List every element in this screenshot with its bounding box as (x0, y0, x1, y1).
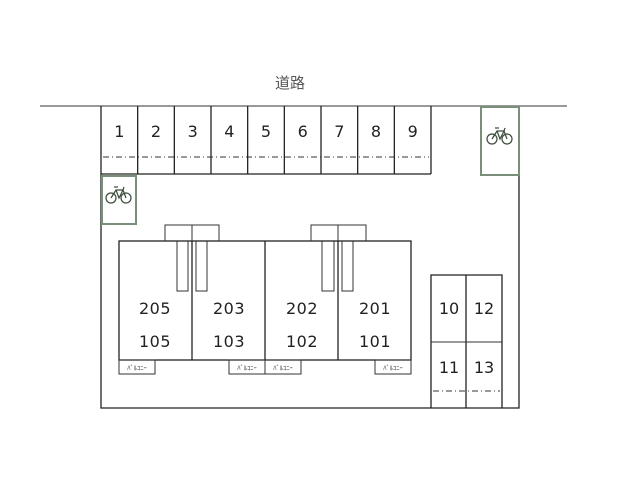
unit-105: 105 (139, 332, 171, 351)
parking-space-11: 11 (439, 358, 459, 377)
parking-space-6: 6 (298, 122, 308, 141)
bicycle-parking-top-right (480, 106, 520, 176)
parking-space-10: 10 (439, 299, 459, 318)
balcony-label: ﾊﾞﾙｺﾆｰ (127, 364, 147, 372)
bicycle-icon (486, 127, 513, 145)
balcony: ﾊﾞﾙｺﾆｰ (374, 359, 412, 375)
bicycle-parking-left (101, 175, 137, 225)
apartment-building: 205 105 203 103 202 102 201 101 ﾊﾞﾙｺﾆｰ ﾊﾞﾙｺﾆｰ ﾊﾞﾙ… (118, 224, 412, 375)
parking-space-1: 1 (114, 122, 124, 141)
parking-space-3: 3 (188, 122, 198, 141)
balcony: ﾊﾞﾙｺﾆｰ (264, 359, 302, 375)
parking-space-8: 8 (371, 122, 381, 141)
unit-103: 103 (213, 332, 245, 351)
unit-205: 205 (139, 299, 171, 318)
parking-space-9: 9 (408, 122, 418, 141)
parking-right-block: 10 12 11 13 (430, 274, 503, 408)
bicycle-icon (105, 186, 132, 204)
parking-space-2: 2 (151, 122, 161, 141)
unit-203: 203 (213, 299, 245, 318)
balcony-label: ﾊﾞﾙｺﾆｰ (237, 364, 257, 372)
parking-space-7: 7 (334, 122, 344, 141)
parking-space-12: 12 (474, 299, 494, 318)
balcony: ﾊﾞﾙｺﾆｰ (228, 359, 266, 375)
road-label: 道路 (275, 74, 305, 92)
unit-202: 202 (286, 299, 318, 318)
parking-top-block: 1 2 3 4 5 6 7 8 9 (101, 106, 432, 175)
balcony-label: ﾊﾞﾙｺﾆｰ (273, 364, 293, 372)
parking-space-5: 5 (261, 122, 271, 141)
balcony: ﾊﾞﾙｺﾆｰ (118, 359, 156, 375)
parking-space-13: 13 (474, 358, 494, 377)
unit-201: 201 (359, 299, 391, 318)
unit-102: 102 (286, 332, 318, 351)
property-boundary (100, 106, 520, 409)
parking-space-4: 4 (224, 122, 234, 141)
unit-101: 101 (359, 332, 391, 351)
balcony-label: ﾊﾞﾙｺﾆｰ (383, 364, 403, 372)
